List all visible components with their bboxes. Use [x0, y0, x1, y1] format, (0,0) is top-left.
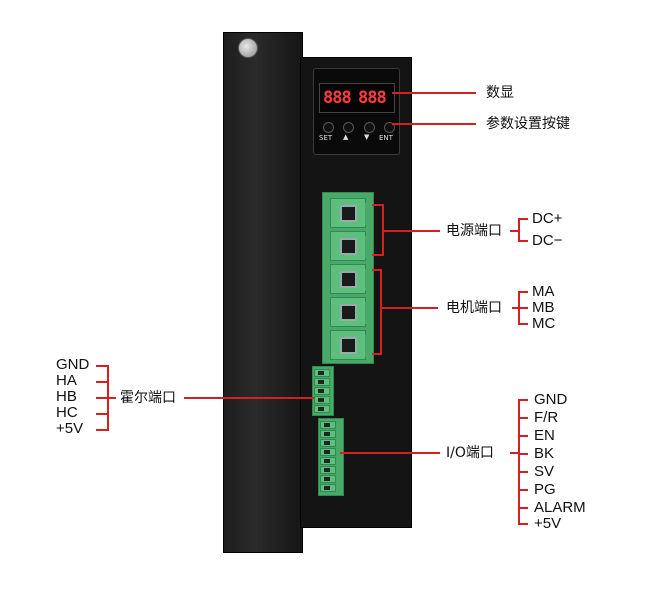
io-pin-5[interactable]: [320, 457, 336, 465]
io-pin-tick: [518, 417, 528, 419]
io-pin-tick: [518, 453, 528, 455]
up-button-label: ▲: [343, 133, 349, 141]
power-pin-stem: [510, 230, 519, 232]
mounting-screw-icon: [238, 38, 258, 58]
io-pin-label: ALARM: [534, 499, 586, 516]
hall-port-label: 霍尔端口: [120, 390, 176, 406]
motor-bracket-vertical: [380, 269, 382, 355]
power-pin-tick-1: [518, 218, 528, 220]
io-pin-tick: [518, 489, 528, 491]
motor-callout-line: [382, 307, 438, 309]
io-pin-label: PG: [534, 481, 556, 498]
io-pin-tick: [518, 523, 528, 525]
io-pin-label: SV: [534, 463, 555, 480]
down-button-label: ▼: [364, 133, 370, 141]
hall-pin-1[interactable]: [314, 369, 330, 377]
power-bracket-vertical: [382, 204, 384, 256]
set-button[interactable]: [323, 122, 334, 133]
power-pin-tick-2: [518, 240, 528, 242]
hall-pin-tick-5: [96, 429, 108, 431]
hall-callout-line: [184, 397, 314, 399]
hall-pin-tick-1: [96, 365, 108, 367]
seven-segment-display: 888 888: [319, 83, 395, 113]
terminal-ma[interactable]: [330, 264, 371, 294]
terminal-mb[interactable]: [330, 297, 371, 327]
display-panel: 888 888 SET ▲ ▼ ENT: [313, 68, 400, 155]
io-pin-stem: [510, 452, 519, 454]
io-pin-bracket: [518, 399, 520, 525]
io-pin-label: +5V: [534, 515, 562, 532]
power-pin-label: DC+: [532, 210, 563, 227]
io-pin-tick: [518, 507, 528, 509]
motor-pin-tick-2: [518, 307, 528, 309]
display-callout-line: [392, 92, 476, 94]
motor-port-label: 电机端口: [446, 300, 502, 316]
io-pin-8[interactable]: [320, 484, 336, 492]
display-callout-label: 数显: [486, 85, 514, 101]
motor-pin-tick-3: [518, 323, 528, 325]
hall-pin-label: GND: [56, 356, 90, 373]
terminal-dc-plus[interactable]: [330, 198, 371, 228]
hall-pin-label: HB: [56, 388, 77, 405]
hall-pin-2[interactable]: [314, 378, 330, 386]
power-callout-line: [384, 230, 440, 232]
io-pin-1[interactable]: [320, 421, 336, 429]
power-pin-label: DC−: [532, 232, 563, 249]
terminal-dc-minus[interactable]: [330, 231, 371, 261]
keys-callout-label: 参数设置按键: [486, 116, 570, 132]
io-pin-label: BK: [534, 445, 555, 462]
keys-callout-line: [392, 123, 476, 125]
io-pin-label: F/R: [534, 409, 559, 426]
heatsink-plate: [223, 32, 303, 553]
hall-pin-4[interactable]: [314, 396, 330, 404]
motor-bracket-top: [372, 269, 382, 271]
io-port-label: I/O端口: [446, 445, 494, 461]
io-pin-label: EN: [534, 427, 555, 444]
hall-pin-5[interactable]: [314, 405, 330, 413]
motor-pin-tick-1: [518, 291, 528, 293]
power-bracket-top: [372, 204, 384, 206]
set-button-label: SET: [319, 134, 333, 142]
io-pin-2[interactable]: [320, 430, 336, 438]
motor-pin-label: MB: [532, 299, 555, 316]
hall-pin-tick-4: [96, 413, 108, 415]
hall-pin-label: +5V: [56, 420, 84, 437]
hall-pin-stem: [108, 397, 116, 399]
hall-pin-label: HC: [56, 404, 78, 421]
io-pin-tick: [518, 471, 528, 473]
io-pin-6[interactable]: [320, 466, 336, 474]
io-pin-7[interactable]: [320, 475, 336, 483]
display-digits-right: 888: [358, 88, 387, 108]
up-button[interactable]: [343, 122, 354, 133]
power-bracket-bottom: [372, 254, 384, 256]
io-pin-4[interactable]: [320, 448, 336, 456]
display-digits-left: 888: [323, 88, 352, 108]
motor-pin-label: MC: [532, 315, 556, 332]
motor-bracket-bottom: [372, 353, 382, 355]
io-pin-tick: [518, 399, 528, 401]
terminal-mc[interactable]: [330, 330, 371, 360]
hall-pin-label: HA: [56, 372, 77, 389]
io-pin-label: GND: [534, 391, 568, 408]
down-button[interactable]: [364, 122, 375, 133]
power-pin-bracket: [518, 218, 520, 242]
power-port-label: 电源端口: [446, 223, 502, 239]
io-pin-3[interactable]: [320, 439, 336, 447]
hall-pin-tick-2: [96, 381, 108, 383]
hall-pin-tick-3: [96, 397, 108, 399]
io-callout-line: [340, 452, 440, 454]
ent-button-label: ENT: [379, 134, 393, 142]
motor-pin-label: MA: [532, 283, 555, 300]
ent-button[interactable]: [384, 122, 395, 133]
io-pin-tick: [518, 435, 528, 437]
motor-pin-stem: [512, 307, 519, 309]
hall-pin-3[interactable]: [314, 387, 330, 395]
